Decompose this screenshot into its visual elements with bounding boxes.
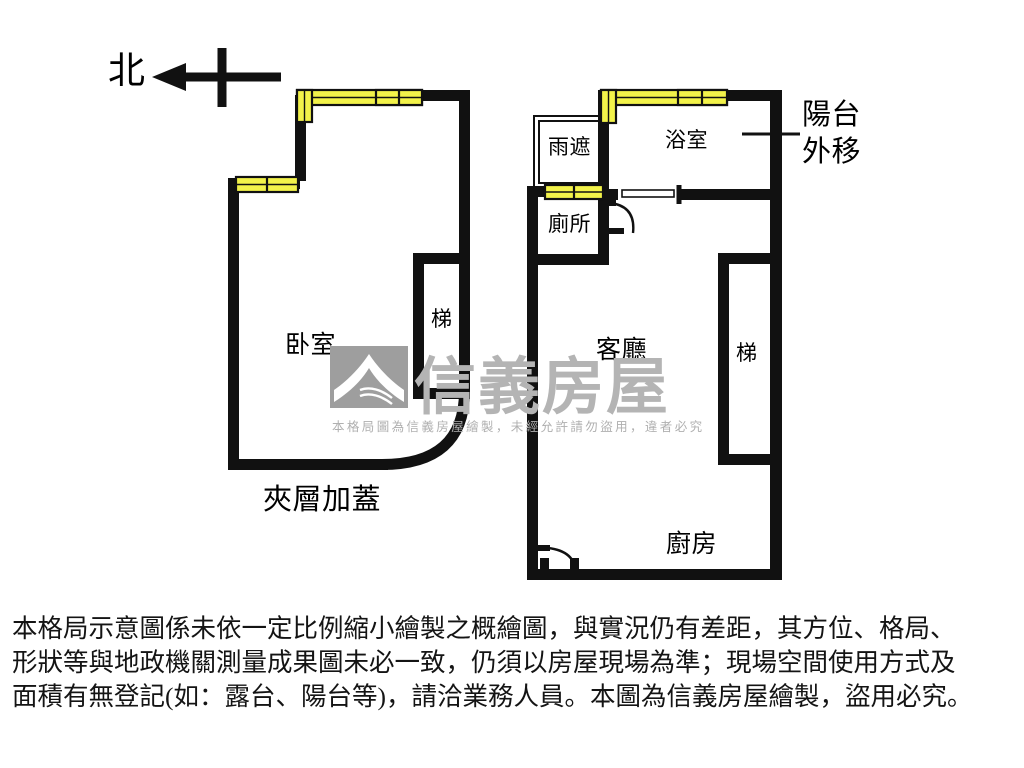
room-label-bedroom: 卧室	[285, 332, 337, 359]
room-label-right-stairs: 梯	[736, 341, 758, 365]
room-label-bathroom: 浴室	[665, 128, 708, 152]
disclaimer-line-3: 面積有無登記(如：露台、陽台等)，請洽業務人員。本圖為信義房屋繪製，盜用必究。	[12, 681, 973, 711]
floorplan-drawing: 北 卧室 梯 夾層加蓋 雨遮 廁所 浴室 客廳 梯 廚房 陽台 外移 信義房屋 …	[108, 48, 862, 580]
left-unit-window-top	[295, 88, 424, 124]
floorplan-vector	[152, 48, 800, 580]
disclaimer-line-2: 形狀等與地政機關測量成果圖未必一致，仍須以房屋現場為準；現場空間使用方式及	[12, 647, 956, 677]
toilet-window	[543, 183, 605, 201]
north-arrow-icon	[152, 48, 281, 107]
room-label-left-stairs: 梯	[431, 307, 453, 331]
right-unit-walls	[527, 90, 782, 580]
room-label-kitchen: 廚房	[666, 531, 718, 558]
callout-balcony-line1: 陽台	[802, 99, 862, 131]
toilet-swing-door-icon	[604, 200, 635, 234]
bathroom-sliding-door-icon	[614, 185, 682, 204]
entrance-door-icon	[538, 545, 579, 574]
disclaimer-block: 本格局示意圖係未依一定比例縮小繪製之概繪圖，與實況仍有差距，其方位、格局、 形狀…	[12, 612, 1016, 714]
left-unit-walls	[228, 90, 470, 470]
room-label-rain-shield: 雨遮	[548, 135, 591, 159]
callout-balcony-line2: 外移	[802, 136, 862, 168]
room-label-living-room: 客廳	[596, 337, 648, 364]
right-unit-window-top	[599, 88, 729, 125]
left-unit-window-west	[234, 175, 300, 194]
room-label-toilet: 廁所	[548, 212, 591, 236]
north-label: 北	[108, 51, 146, 92]
disclaimer-line-1: 本格局示意圖係未依一定比例縮小繪製之概繪圖，與實況仍有差距，其方位、格局、	[12, 614, 956, 643]
note-mezzanine: 夾層加蓋	[263, 484, 382, 516]
